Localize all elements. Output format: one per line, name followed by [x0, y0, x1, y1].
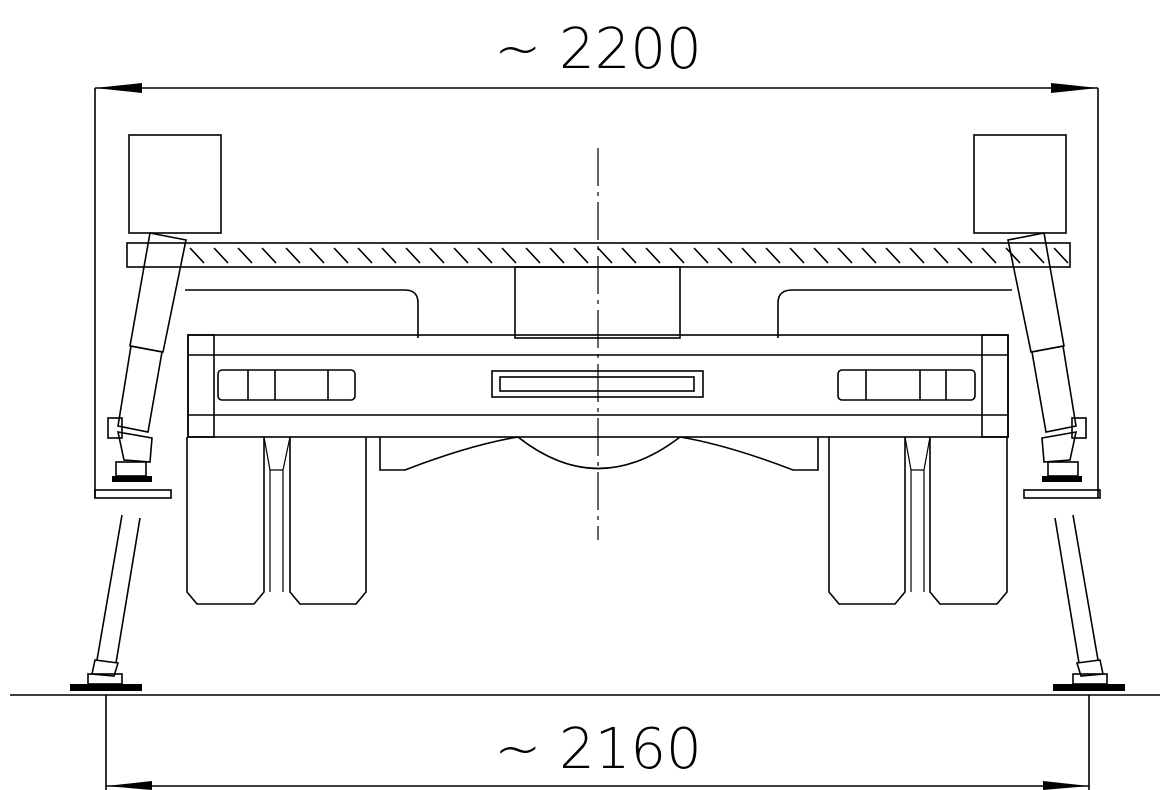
hatch-stroke: [237, 247, 253, 264]
right-tail-light: [837, 369, 976, 401]
right-frame-rail: [777, 289, 1012, 338]
hatch-stroke: [837, 247, 853, 264]
hatch-stroke: [213, 247, 229, 264]
hatch-stroke: [669, 247, 685, 264]
hatch-stroke: [765, 247, 781, 264]
hatch-stroke: [645, 247, 661, 264]
right-inner-tube: [1031, 345, 1077, 433]
right-outer-wheel: [929, 437, 1008, 605]
hatch-stroke: [1053, 247, 1069, 264]
right-stabilizer-extended: [1053, 514, 1125, 691]
hatch-stroke: [333, 247, 349, 264]
top-dimension-arrow-left: [95, 83, 142, 93]
right-outer-tube: [1007, 232, 1065, 353]
bumper-left-end: [187, 334, 215, 438]
right-cylinder-head: [1041, 431, 1078, 463]
plate-light: [491, 370, 704, 398]
left-stabilizer-retracted: [94, 232, 187, 499]
right-wheels: [828, 436, 1008, 605]
left-outer-tube: [129, 232, 187, 353]
right-ground-pad: [1053, 684, 1125, 691]
hatch-stroke: [621, 247, 637, 264]
right-foot-joint: [1047, 461, 1079, 477]
hatch-stroke: [261, 247, 277, 264]
hatch-stroke: [861, 247, 877, 264]
left-tail-light: [217, 369, 356, 401]
hatch-stroke: [381, 247, 397, 264]
axle-housing: [379, 436, 819, 471]
chassis-frame: [185, 266, 1012, 339]
hatch-stroke: [453, 247, 469, 264]
left-outer-wheel: [186, 437, 265, 605]
axle-left-arm: [379, 436, 519, 471]
hatch-stroke: [189, 247, 205, 264]
hatch-stroke: [1005, 247, 1021, 264]
bottom-dimension-arrow-left: [106, 781, 152, 790]
hatch-stroke: [981, 247, 997, 264]
top-dimension-label: ~ 2200: [494, 17, 701, 82]
hatch-stroke: [573, 247, 589, 264]
bottom-dimension-arrow-right: [1043, 781, 1089, 790]
right-inner-wheel: [828, 437, 906, 605]
left-inner-tube: [117, 345, 163, 433]
axle-differential: [517, 436, 681, 470]
hatch-stroke: [789, 247, 805, 264]
hatch-stroke: [525, 247, 541, 264]
hatch-stroke: [957, 247, 973, 264]
right-stabilizer-retracted: [1007, 232, 1101, 499]
hatch-stroke: [933, 247, 949, 264]
rear-bumper: [187, 334, 1009, 438]
hatch-stroke: [429, 247, 445, 264]
left-cylinder-clamp: [107, 417, 123, 439]
hatch-stroke: [285, 247, 301, 264]
right-upper-box: [973, 134, 1067, 234]
left-stabilizer-extended: [70, 514, 142, 691]
hatch-stroke: [693, 247, 709, 264]
center-frame-block: [514, 266, 681, 339]
left-ground-pad: [70, 684, 142, 691]
left-foot-joint: [115, 461, 147, 477]
deck-hatching: [189, 247, 1069, 264]
left-frame-rail: [185, 289, 419, 338]
left-wheel-gap: [263, 436, 291, 471]
bottom-dimension-label: ~ 2160: [494, 717, 701, 782]
hatch-stroke: [885, 247, 901, 264]
hatch-stroke: [501, 247, 517, 264]
top-dimension: ~ 2200: [94, 17, 1099, 498]
right-cylinder-clamp: [1071, 417, 1087, 439]
hatch-stroke: [597, 247, 613, 264]
hatch-stroke: [741, 247, 757, 264]
left-foot-pad: [112, 476, 152, 482]
left-upper-box: [128, 134, 222, 234]
axle-right-arm: [679, 436, 819, 471]
hatch-stroke: [717, 247, 733, 264]
bottom-dimension: ~ 2160: [10, 694, 1160, 790]
bumper-right-end: [981, 334, 1009, 438]
hatch-stroke: [309, 247, 325, 264]
hatch-stroke: [549, 247, 565, 264]
hatch-stroke: [909, 247, 925, 264]
hatch-stroke: [357, 247, 373, 264]
left-cylinder-head: [116, 431, 153, 463]
left-wheels: [186, 436, 367, 605]
hatch-stroke: [813, 247, 829, 264]
top-dimension-arrow-right: [1051, 83, 1098, 93]
hatch-stroke: [405, 247, 421, 264]
left-inner-wheel: [289, 437, 367, 605]
right-wheel-gap: [904, 436, 931, 471]
left-foot-plate: [94, 489, 172, 499]
deck: [126, 242, 1071, 268]
right-foot-plate: [1023, 489, 1101, 499]
hatch-stroke: [1029, 247, 1045, 264]
hatch-stroke: [477, 247, 493, 264]
right-foot-pad: [1042, 476, 1082, 482]
